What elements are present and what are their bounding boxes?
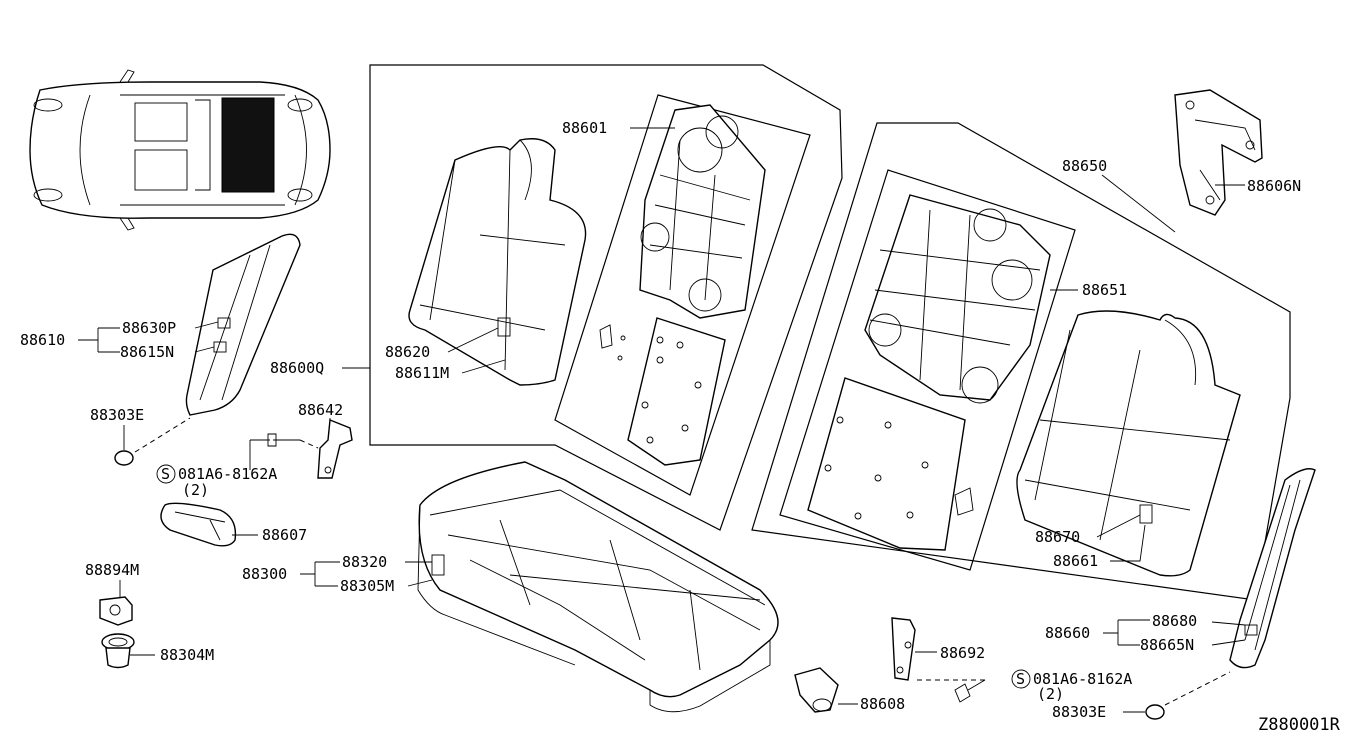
bracket-88606N-part <box>1174 89 1263 216</box>
s-symbol-top-circle <box>156 464 176 484</box>
trim-88607-part <box>160 502 237 547</box>
label-88606N: 88606N <box>1247 177 1301 195</box>
label-88660: 88660 <box>1045 624 1090 642</box>
left-seatback-cushion <box>408 138 587 386</box>
left-seatback-enclosure <box>369 64 843 531</box>
diagram-id: Z880001R <box>1258 715 1341 735</box>
label-88642: 88642 <box>298 401 343 419</box>
part-88608 <box>794 667 839 713</box>
bolt-top-part <box>267 433 319 449</box>
clip-88894M-part <box>99 596 133 626</box>
label-88300: 88300 <box>242 565 287 583</box>
label-88665N: 88665N <box>1140 636 1194 654</box>
bolt-bottom-part <box>915 679 986 703</box>
label-88661: 88661 <box>1053 552 1098 570</box>
label-88680: 88680 <box>1152 612 1197 630</box>
leader-lines <box>78 127 1246 713</box>
screw-88303E-top-part <box>114 417 191 466</box>
label-88601: 88601 <box>562 119 607 137</box>
label-88894M: 88894M <box>85 561 139 579</box>
s-symbol-top: S <box>161 465 170 483</box>
seat-cushion <box>417 461 779 713</box>
label-88600Q: 88600Q <box>270 359 324 377</box>
label-bolt-top-qty: (2) <box>182 481 209 499</box>
right-seatback-cushion <box>1016 310 1241 577</box>
car-location-icon <box>29 69 331 231</box>
s-symbol-bottom-circle <box>1011 669 1031 689</box>
bracket-88692-part <box>891 617 916 681</box>
label-88611M: 88611M <box>395 364 449 382</box>
screw-88303E-bottom-part <box>1145 671 1231 720</box>
label-88651: 88651 <box>1082 281 1127 299</box>
label-88650: 88650 <box>1062 157 1107 175</box>
label-88692: 88692 <box>940 644 985 662</box>
label-bolt-top: 081A6-8162A <box>178 465 277 483</box>
label-88620: 88620 <box>385 343 430 361</box>
label-88607: 88607 <box>262 526 307 544</box>
label-88320: 88320 <box>342 553 387 571</box>
label-88303E-top: 88303E <box>90 406 144 424</box>
label-88615N: 88615N <box>120 343 174 361</box>
left-side-trim <box>185 233 301 416</box>
s-symbol-bottom: S <box>1016 670 1025 688</box>
label-88305M: 88305M <box>340 577 394 595</box>
left-seatback-frame <box>599 104 766 466</box>
label-88610: 88610 <box>20 331 65 349</box>
label-88670: 88670 <box>1035 528 1080 546</box>
right-seatback-frame <box>807 194 1051 551</box>
label-bolt-bottom: 081A6-8162A <box>1033 670 1132 688</box>
right-frame-enclosure <box>779 169 1076 571</box>
bracket-88642-part <box>317 419 353 479</box>
label-88630P: 88630P <box>122 319 176 337</box>
label-88304M: 88304M <box>160 646 214 664</box>
right-seatback-enclosure <box>751 122 1291 601</box>
label-bolt-bottom-qty: (2) <box>1037 685 1064 703</box>
left-frame-enclosure <box>554 94 811 496</box>
label-88608: 88608 <box>860 695 905 713</box>
right-side-trim <box>1229 468 1316 669</box>
grommet-88304M-part <box>101 633 135 669</box>
label-88303E-bottom: 88303E <box>1052 703 1106 721</box>
